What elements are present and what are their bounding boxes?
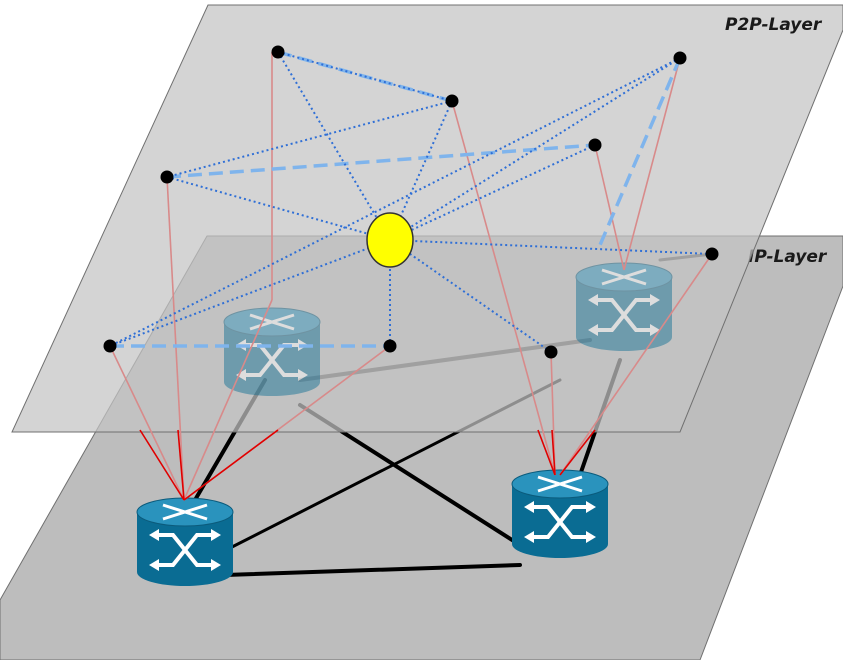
router-icon[interactable] bbox=[222, 306, 322, 398]
mapping-link bbox=[183, 429, 279, 501]
central-node[interactable] bbox=[366, 212, 414, 268]
overlay-link bbox=[277, 51, 391, 241]
mapping-link bbox=[537, 429, 556, 476]
p2p-layer-label: P2P-Layer bbox=[725, 15, 823, 35]
overlay-link bbox=[389, 239, 713, 255]
overlay-link bbox=[166, 143, 596, 179]
router-icon[interactable] bbox=[574, 261, 674, 353]
peer-nodes bbox=[103, 45, 719, 359]
mapping-link bbox=[551, 429, 556, 476]
overlay-link bbox=[109, 57, 681, 347]
ip-layer-label: IP-Layer bbox=[748, 247, 828, 267]
peer-node[interactable] bbox=[705, 247, 719, 261]
overlay-link bbox=[277, 51, 453, 102]
peer-node[interactable] bbox=[588, 138, 602, 152]
overlay-link bbox=[389, 57, 681, 241]
overlay-link bbox=[598, 57, 682, 246]
peer-node[interactable] bbox=[445, 94, 459, 108]
overlay-link bbox=[166, 176, 391, 241]
peer-node[interactable] bbox=[673, 51, 687, 65]
mapping-link bbox=[109, 345, 185, 501]
mapping-links bbox=[109, 52, 713, 501]
ip-link-r1-r3 bbox=[223, 563, 522, 577]
router-icon[interactable] bbox=[510, 468, 610, 560]
mapping-link bbox=[139, 429, 185, 501]
mapping-link bbox=[623, 57, 681, 271]
peer-node[interactable] bbox=[271, 45, 285, 59]
mapping-link bbox=[559, 429, 596, 476]
peer-node[interactable] bbox=[544, 345, 558, 359]
mapping-link bbox=[183, 299, 273, 501]
mapping-link bbox=[559, 253, 713, 476]
peer-node[interactable] bbox=[103, 339, 117, 353]
peer-node[interactable] bbox=[383, 339, 397, 353]
mapping-link bbox=[594, 144, 625, 271]
overlay-link bbox=[166, 100, 453, 178]
mapping-link bbox=[166, 176, 185, 501]
mapping-link bbox=[177, 429, 185, 501]
router-icon[interactable] bbox=[135, 496, 235, 588]
peer-node[interactable] bbox=[160, 170, 174, 184]
mapping-link bbox=[451, 100, 556, 476]
